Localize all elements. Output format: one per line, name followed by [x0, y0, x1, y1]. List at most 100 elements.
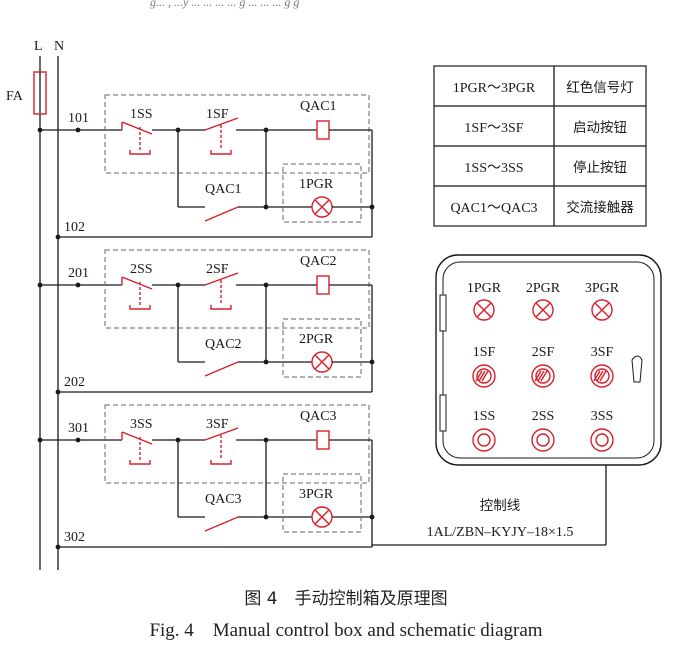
- junction-l: [37, 437, 43, 443]
- start-switch-label: 1SF: [206, 107, 229, 122]
- hinge-top: [439, 294, 447, 332]
- dashed-box-lamp: [282, 163, 362, 223]
- contactor-coil: [316, 120, 330, 140]
- panel-start-hatch-0: [534, 370, 542, 382]
- control-box-panel: 1PGR 2PGR 3PGR 1SF 2SF 3SF 1SS 2SS 3SS 控制线 1AL/ZBN…: [372, 254, 662, 546]
- stop-switch-blade: [121, 431, 153, 445]
- panel-stop-button-inner: [595, 433, 609, 447]
- panel-lamp-icon-cross-b: [594, 302, 610, 318]
- aux-contact-blade: [204, 516, 239, 532]
- panel-stop-label: 1SS: [473, 409, 496, 424]
- start-switch-blade: [204, 117, 239, 131]
- panel-start-label: 2SF: [532, 345, 555, 360]
- junction-n: [55, 234, 61, 240]
- start-button-head: [210, 460, 232, 465]
- start-switch-label: 2SF: [206, 262, 229, 277]
- panel-lamp-icon-cross-b: [535, 302, 551, 318]
- panel-lamp-label: 2PGR: [526, 281, 561, 296]
- panel-start-button-inner: [594, 368, 610, 384]
- panel-start-button-icon: [531, 364, 555, 388]
- dashed-box-stop: [104, 404, 370, 484]
- caption-cn: 图 4 手动控制箱及原理图: [244, 589, 447, 609]
- panel-start-hatch-0: [593, 370, 601, 382]
- node-label-start: 201: [68, 266, 89, 281]
- start-button-head: [210, 305, 232, 310]
- panel-start-label: 3SF: [591, 345, 614, 360]
- aux-contact-blade: [204, 206, 239, 222]
- stop-switch-label: 3SS: [130, 417, 153, 432]
- panel-lamp-icon: [591, 299, 613, 321]
- legend-symbol: 1SF～3SF: [464, 121, 523, 136]
- signal-lamp-cross-b: [314, 509, 330, 525]
- bus-label-n: N: [54, 39, 64, 54]
- junction-l: [37, 127, 43, 133]
- stop-switch-label: 1SS: [130, 107, 153, 122]
- lamp-label: 2PGR: [299, 332, 334, 347]
- coil-label: QAC1: [300, 99, 337, 114]
- panel-start-button-icon: [590, 364, 614, 388]
- coil-label: QAC2: [300, 254, 337, 269]
- coil-label: QAC3: [300, 409, 337, 424]
- legend-symbol: QAC1～QAC3: [450, 201, 537, 216]
- aux-contact-label: QAC3: [205, 492, 242, 507]
- panel-lamp-label: 1PGR: [467, 281, 502, 296]
- stop-switch-blade: [121, 276, 153, 290]
- panel-stop-button-inner: [477, 433, 491, 447]
- node-label-start: 301: [68, 421, 89, 436]
- cropped-top-text: g... , ...y ... ... ... ... g ... ... ..…: [150, 0, 299, 9]
- panel-lamp-icon-cross-b: [476, 302, 492, 318]
- dashed-box-lamp: [282, 473, 362, 533]
- stop-switch-label: 2SS: [130, 262, 153, 277]
- legend-meaning: 交流接触器: [566, 199, 634, 216]
- junction-n: [55, 389, 61, 395]
- contactor-coil: [316, 275, 330, 295]
- stop-button-head: [129, 150, 151, 155]
- panel-start-hatch-2: [540, 370, 548, 382]
- start-button-head: [210, 150, 232, 155]
- fuse-fa: [33, 71, 47, 115]
- signal-lamp-cross-b: [314, 199, 330, 215]
- contactor-coil: [316, 430, 330, 450]
- start-switch-label: 3SF: [206, 417, 229, 432]
- panel-start-label: 1SF: [473, 345, 496, 360]
- panel-stop-button-icon: [590, 428, 614, 452]
- junction-101: [75, 127, 81, 133]
- cable-spec: 1AL/ZBN–KYJY–18×1.5: [427, 525, 574, 540]
- aux-contact-label: QAC2: [205, 337, 242, 352]
- panel-stop-label: 2SS: [532, 409, 555, 424]
- aux-contact-label: QAC1: [205, 182, 242, 197]
- stop-button-head: [129, 460, 151, 465]
- hinge-bottom: [439, 394, 447, 432]
- panel-start-hatch-1: [596, 370, 604, 382]
- legend-symbol: 1PGR～3PGR: [453, 81, 536, 96]
- junction-101: [75, 282, 81, 288]
- node-label-start: 101: [68, 111, 89, 126]
- junction-n: [55, 544, 61, 550]
- fuse-label-fa: FA: [6, 89, 24, 104]
- legend-meaning: 启动按钮: [573, 120, 627, 136]
- cable-label: 控制线: [480, 498, 521, 514]
- start-switch-blade: [204, 427, 239, 441]
- node-label-end: 102: [64, 220, 85, 235]
- panel-stop-button-inner: [536, 433, 550, 447]
- lamp-label: 3PGR: [299, 487, 334, 502]
- panel-lamp-label: 3PGR: [585, 281, 620, 296]
- panel-stop-label: 3SS: [591, 409, 614, 424]
- panel-inner: [442, 261, 655, 459]
- junction-101: [75, 437, 81, 443]
- key-icon: [631, 355, 643, 383]
- panel-start-hatch-2: [599, 370, 607, 382]
- signal-lamp-cross-b: [314, 354, 330, 370]
- aux-contact-blade: [204, 361, 239, 377]
- panel-start-hatch-2: [481, 370, 489, 382]
- stop-switch-blade: [121, 121, 153, 135]
- legend-meaning: 停止按钮: [573, 159, 627, 176]
- dashed-box-stop: [104, 249, 370, 329]
- start-switch-blade: [204, 272, 239, 286]
